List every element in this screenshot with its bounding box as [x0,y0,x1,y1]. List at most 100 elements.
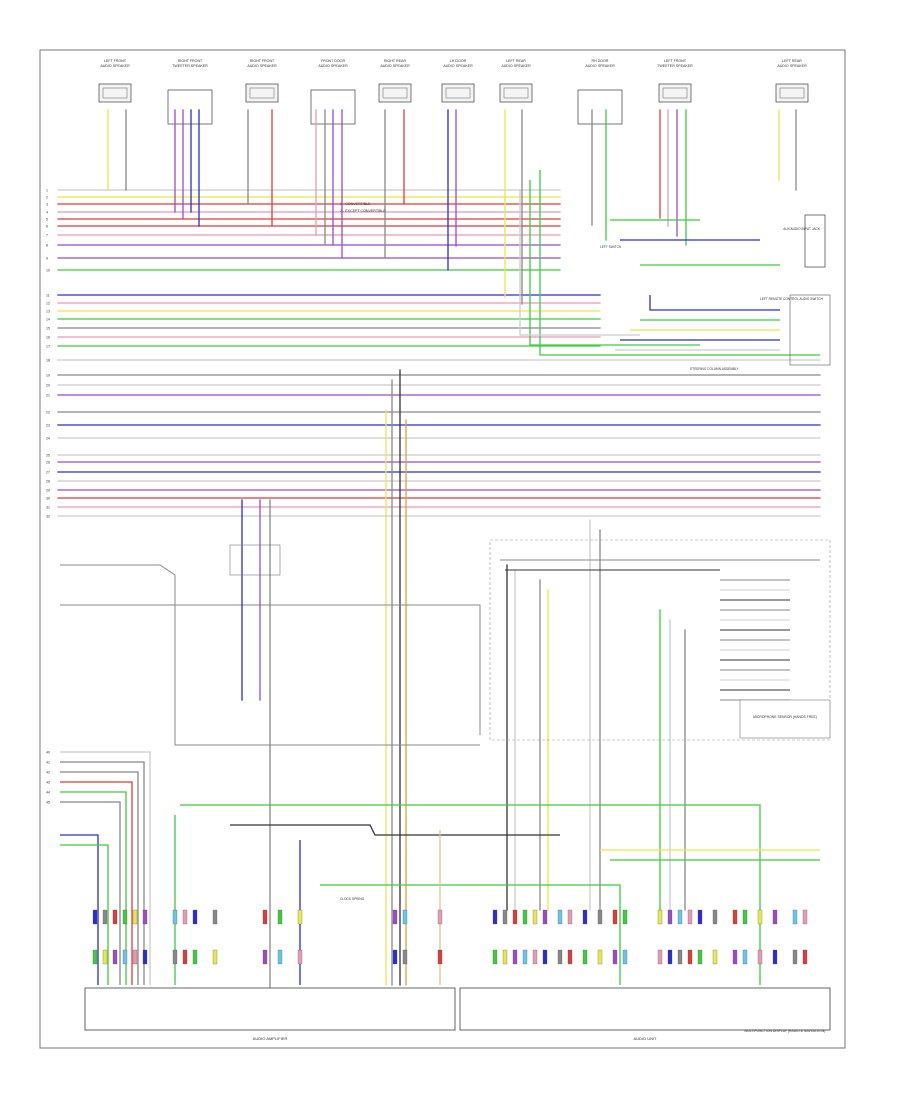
terminal-pin [532,949,538,965]
terminal-pin [792,949,798,965]
amp-wire [320,884,621,985]
speaker-label: TWEETER SPEAKER [172,64,208,68]
pin-number: 29 [46,489,50,493]
terminal-pin [657,909,663,925]
pin-number: 26 [46,461,50,465]
terminal-pin [437,949,443,965]
terminal-pin [132,949,138,965]
speaker-label: LEFT FRONT [664,59,687,63]
terminal-pin [122,949,128,965]
terminal-pin [567,949,573,965]
terminal-pin [697,949,703,965]
amp-wire [60,781,133,985]
terminal-pin [567,909,573,925]
terminal-pin [102,909,108,925]
amp-wire [60,771,139,985]
display-harness-box [489,539,831,741]
pin-number: 43 [46,781,50,785]
speaker-label: AUDIO SPEAKER [100,64,130,68]
terminal-pin [677,949,683,965]
terminal-pin [182,949,188,965]
terminal-pin [502,949,508,965]
terminal-pin [802,949,808,965]
display-label: MULTIFUNCTION DISPLAY (RADIO & NAVIGATIO… [745,1029,826,1033]
pin-number: 28 [46,480,50,484]
shield-wire [60,604,481,735]
side-label: CLOCK SPRING [340,897,365,901]
pin-number: 8 [46,244,48,248]
terminal-pin [92,909,98,925]
speaker-label: LEFT FRONT [104,59,127,63]
terminal-pin [297,949,303,965]
terminal-pin [112,909,118,925]
pin-number: 24 [46,437,50,441]
terminal-pin [792,909,798,925]
pin-number: 3 [46,203,48,207]
ground-wire [60,564,480,746]
terminal-pin [657,949,663,965]
speaker-label: AUDIO SPEAKER [247,64,277,68]
pin-number: 19 [46,374,50,378]
terminal-pin [192,909,198,925]
terminal-pin [402,949,408,965]
pin-number: 30 [46,497,50,501]
terminal-pin [712,949,718,965]
speaker-body [378,83,412,103]
pin-number: 20 [46,384,50,388]
pin-number: 13 [46,310,50,314]
speaker-cone [382,87,408,99]
terminal-pin [712,909,718,925]
pin-number: 6 [46,225,48,229]
terminal-pin [732,909,738,925]
amp-wire [60,801,121,985]
pin-number: 44 [46,791,50,795]
terminal-pin [532,909,538,925]
terminal-pin [597,949,603,965]
speaker-cone [445,87,471,99]
terminal-pin [582,909,588,925]
terminal-pin [687,909,693,925]
speaker-cone [779,87,805,99]
amp-wire [60,844,109,985]
speaker-body [245,83,279,103]
speaker-label: AUDIO SPEAKER [443,64,473,68]
side-label: LEFT SWITCH [600,245,622,249]
speaker-label: AUDIO SPEAKER [585,64,615,68]
terminal-pin [697,909,703,925]
pin-number: 16 [46,336,50,340]
pin-number: 5 [46,218,48,222]
pin-number: 4 [46,211,48,215]
terminal-pin [112,949,118,965]
connector-box [167,89,213,125]
speaker-label: AUDIO SPEAKER [380,64,410,68]
speaker-label: LEFT REAR [506,59,526,63]
amp-wire [180,804,761,985]
switch-wire [539,170,820,356]
speaker-body [658,83,692,103]
speaker-cone [503,87,529,99]
terminal-pin [512,949,518,965]
pin-number: 40 [46,751,50,755]
switch-wire [529,180,700,346]
speaker-label: RH DOOR [592,59,609,63]
speaker-label: AUDIO SPEAKER [318,64,348,68]
terminal-pin [677,909,683,925]
terminal-pin [262,909,268,925]
microphone-sensor-box [739,699,831,739]
pin-number: 23 [46,424,50,428]
speaker-body [98,83,132,103]
terminal-pin [742,949,748,965]
note-label: 2 - EXCEPT CONVERTIBLE [340,209,386,213]
terminal-pin [402,909,408,925]
pin-number: 31 [46,506,50,510]
pin-number: 7 [46,234,48,238]
pin-number: 12 [46,302,50,306]
terminal-pin [597,909,603,925]
switch-box [789,294,831,366]
speaker-body [441,83,475,103]
module-group [84,699,831,1031]
terminal-pin [212,949,218,965]
terminal-pin [102,949,108,965]
pin-number: 32 [46,515,50,519]
pin-number: 22 [46,411,50,415]
